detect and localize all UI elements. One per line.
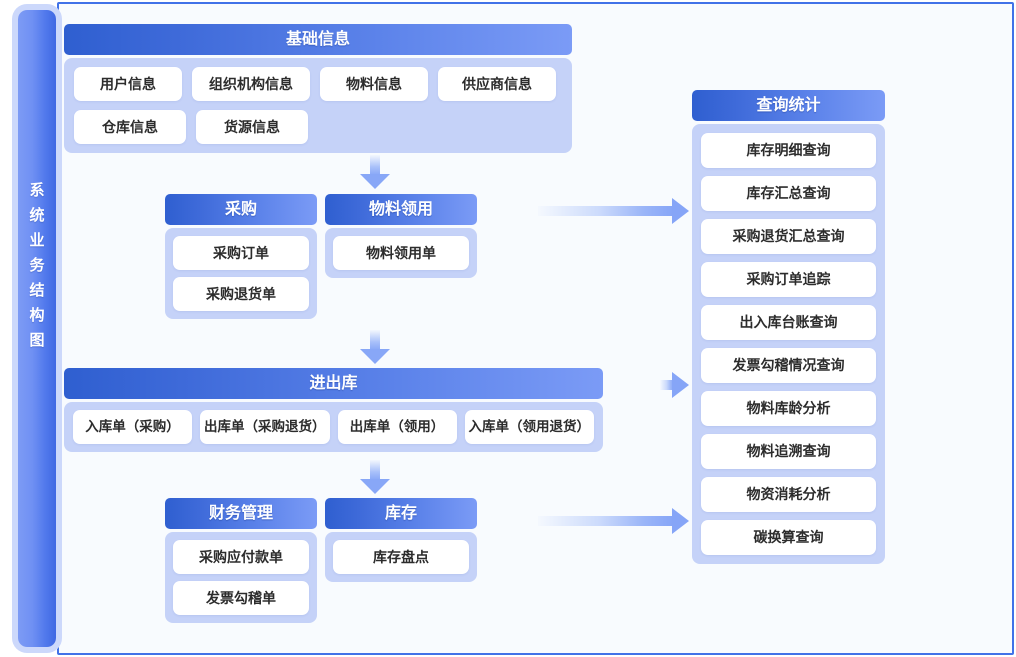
group-header-inbound-outbound: 进出库	[64, 368, 603, 399]
item-material-requisition-order[interactable]: 物料领用单	[333, 236, 469, 270]
arrow-shaft	[660, 380, 674, 390]
item-purchase-return-summary-query[interactable]: 采购退货汇总查询	[701, 219, 876, 254]
item-warehouse-information[interactable]: 仓库信息	[74, 110, 186, 144]
sidebar-title-bar: 系 统 业 务 结 构 图	[18, 10, 56, 647]
arrow-base-to-purchase	[360, 155, 390, 189]
arrow-stock-to-query	[538, 508, 690, 534]
arrow-shaft	[538, 516, 674, 526]
group-query-statistics: 查询统计 库存明细查询 库存汇总查询 采购退货汇总查询 采购订单追踪 出入库台账…	[692, 90, 885, 564]
group-body-query-statistics: 库存明细查询 库存汇总查询 采购退货汇总查询 采购订单追踪 出入库台账查询 发票…	[692, 124, 885, 564]
item-material-age-analysis[interactable]: 物料库龄分析	[701, 391, 876, 426]
group-body-finance-management: 采购应付款单 发票勾稽单	[165, 532, 317, 623]
item-user-information[interactable]: 用户信息	[74, 67, 182, 101]
item-organization-information[interactable]: 组织机构信息	[192, 67, 310, 101]
group-finance-management: 财务管理 采购应付款单 发票勾稽单	[165, 498, 317, 623]
item-carbon-conversion-query[interactable]: 碳换算查询	[701, 520, 876, 555]
sidebar-title-label: 系 统 业 务 结 构 图	[29, 182, 45, 349]
item-inventory-detail-query[interactable]: 库存明细查询	[701, 133, 876, 168]
group-body-base-information: 用户信息 组织机构信息 物料信息 供应商信息 仓库信息 货源信息	[64, 58, 572, 153]
item-purchase-payable-order[interactable]: 采购应付款单	[173, 540, 309, 574]
item-material-traceability-query[interactable]: 物料追溯查询	[701, 434, 876, 469]
arrow-head	[360, 174, 390, 189]
item-inventory-summary-query[interactable]: 库存汇总查询	[701, 176, 876, 211]
arrow-requisition-to-query	[538, 198, 690, 224]
arrow-head	[360, 349, 390, 364]
item-invoice-reconciliation-query[interactable]: 发票勾稽情况查询	[701, 348, 876, 383]
item-inbound-purchase[interactable]: 入库单（采购）	[73, 410, 192, 444]
item-outbound-purchase-return[interactable]: 出库单（采购退货）	[200, 410, 330, 444]
item-purchase-return-order[interactable]: 采购退货单	[173, 277, 309, 311]
arrow-head	[672, 508, 689, 534]
group-header-inventory: 库存	[325, 498, 477, 529]
group-header-purchase: 采购	[165, 194, 317, 225]
group-purchase: 采购 采购订单 采购退货单	[165, 194, 317, 319]
arrow-shaft	[370, 330, 380, 350]
item-invoice-reconciliation-order[interactable]: 发票勾稽单	[173, 581, 309, 615]
arrow-shaft	[370, 460, 380, 480]
arrow-inout-to-finance	[360, 460, 390, 494]
arrow-purchase-to-inout	[360, 330, 390, 364]
item-inventory-count[interactable]: 库存盘点	[333, 540, 469, 574]
arrow-head	[672, 372, 689, 398]
item-purchase-order[interactable]: 采购订单	[173, 236, 309, 270]
group-inbound-outbound: 进出库 入库单（采购） 出库单（采购退货） 出库单（领用） 入库单（领用退货）	[64, 368, 603, 452]
group-body-material-requisition: 物料领用单	[325, 228, 477, 278]
item-source-information[interactable]: 货源信息	[196, 110, 308, 144]
item-purchase-order-tracking[interactable]: 采购订单追踪	[701, 262, 876, 297]
item-material-information[interactable]: 物料信息	[320, 67, 428, 101]
group-body-inventory: 库存盘点	[325, 532, 477, 582]
group-base-information: 基础信息 用户信息 组织机构信息 物料信息 供应商信息 仓库信息 货源信息	[64, 24, 572, 153]
arrow-head	[672, 198, 689, 224]
item-inout-ledger-query[interactable]: 出入库台账查询	[701, 305, 876, 340]
item-outbound-requisition[interactable]: 出库单（领用）	[337, 410, 457, 444]
group-header-base-information: 基础信息	[64, 24, 572, 55]
group-header-material-requisition: 物料领用	[325, 194, 477, 225]
item-material-consumption-analysis[interactable]: 物资消耗分析	[701, 477, 876, 512]
group-body-purchase: 采购订单 采购退货单	[165, 228, 317, 319]
group-body-inbound-outbound: 入库单（采购） 出库单（采购退货） 出库单（领用） 入库单（领用退货）	[64, 402, 603, 452]
item-supplier-information[interactable]: 供应商信息	[438, 67, 556, 101]
item-inbound-requisition-return[interactable]: 入库单（领用退货）	[464, 410, 594, 444]
arrow-head	[360, 479, 390, 494]
group-header-finance-management: 财务管理	[165, 498, 317, 529]
group-material-requisition: 物料领用 物料领用单	[325, 194, 477, 278]
arrow-shaft	[370, 155, 380, 175]
group-header-query-statistics: 查询统计	[692, 90, 885, 121]
arrow-inout-to-query	[660, 372, 690, 398]
group-inventory: 库存 库存盘点	[325, 498, 477, 582]
arrow-shaft	[538, 206, 674, 216]
